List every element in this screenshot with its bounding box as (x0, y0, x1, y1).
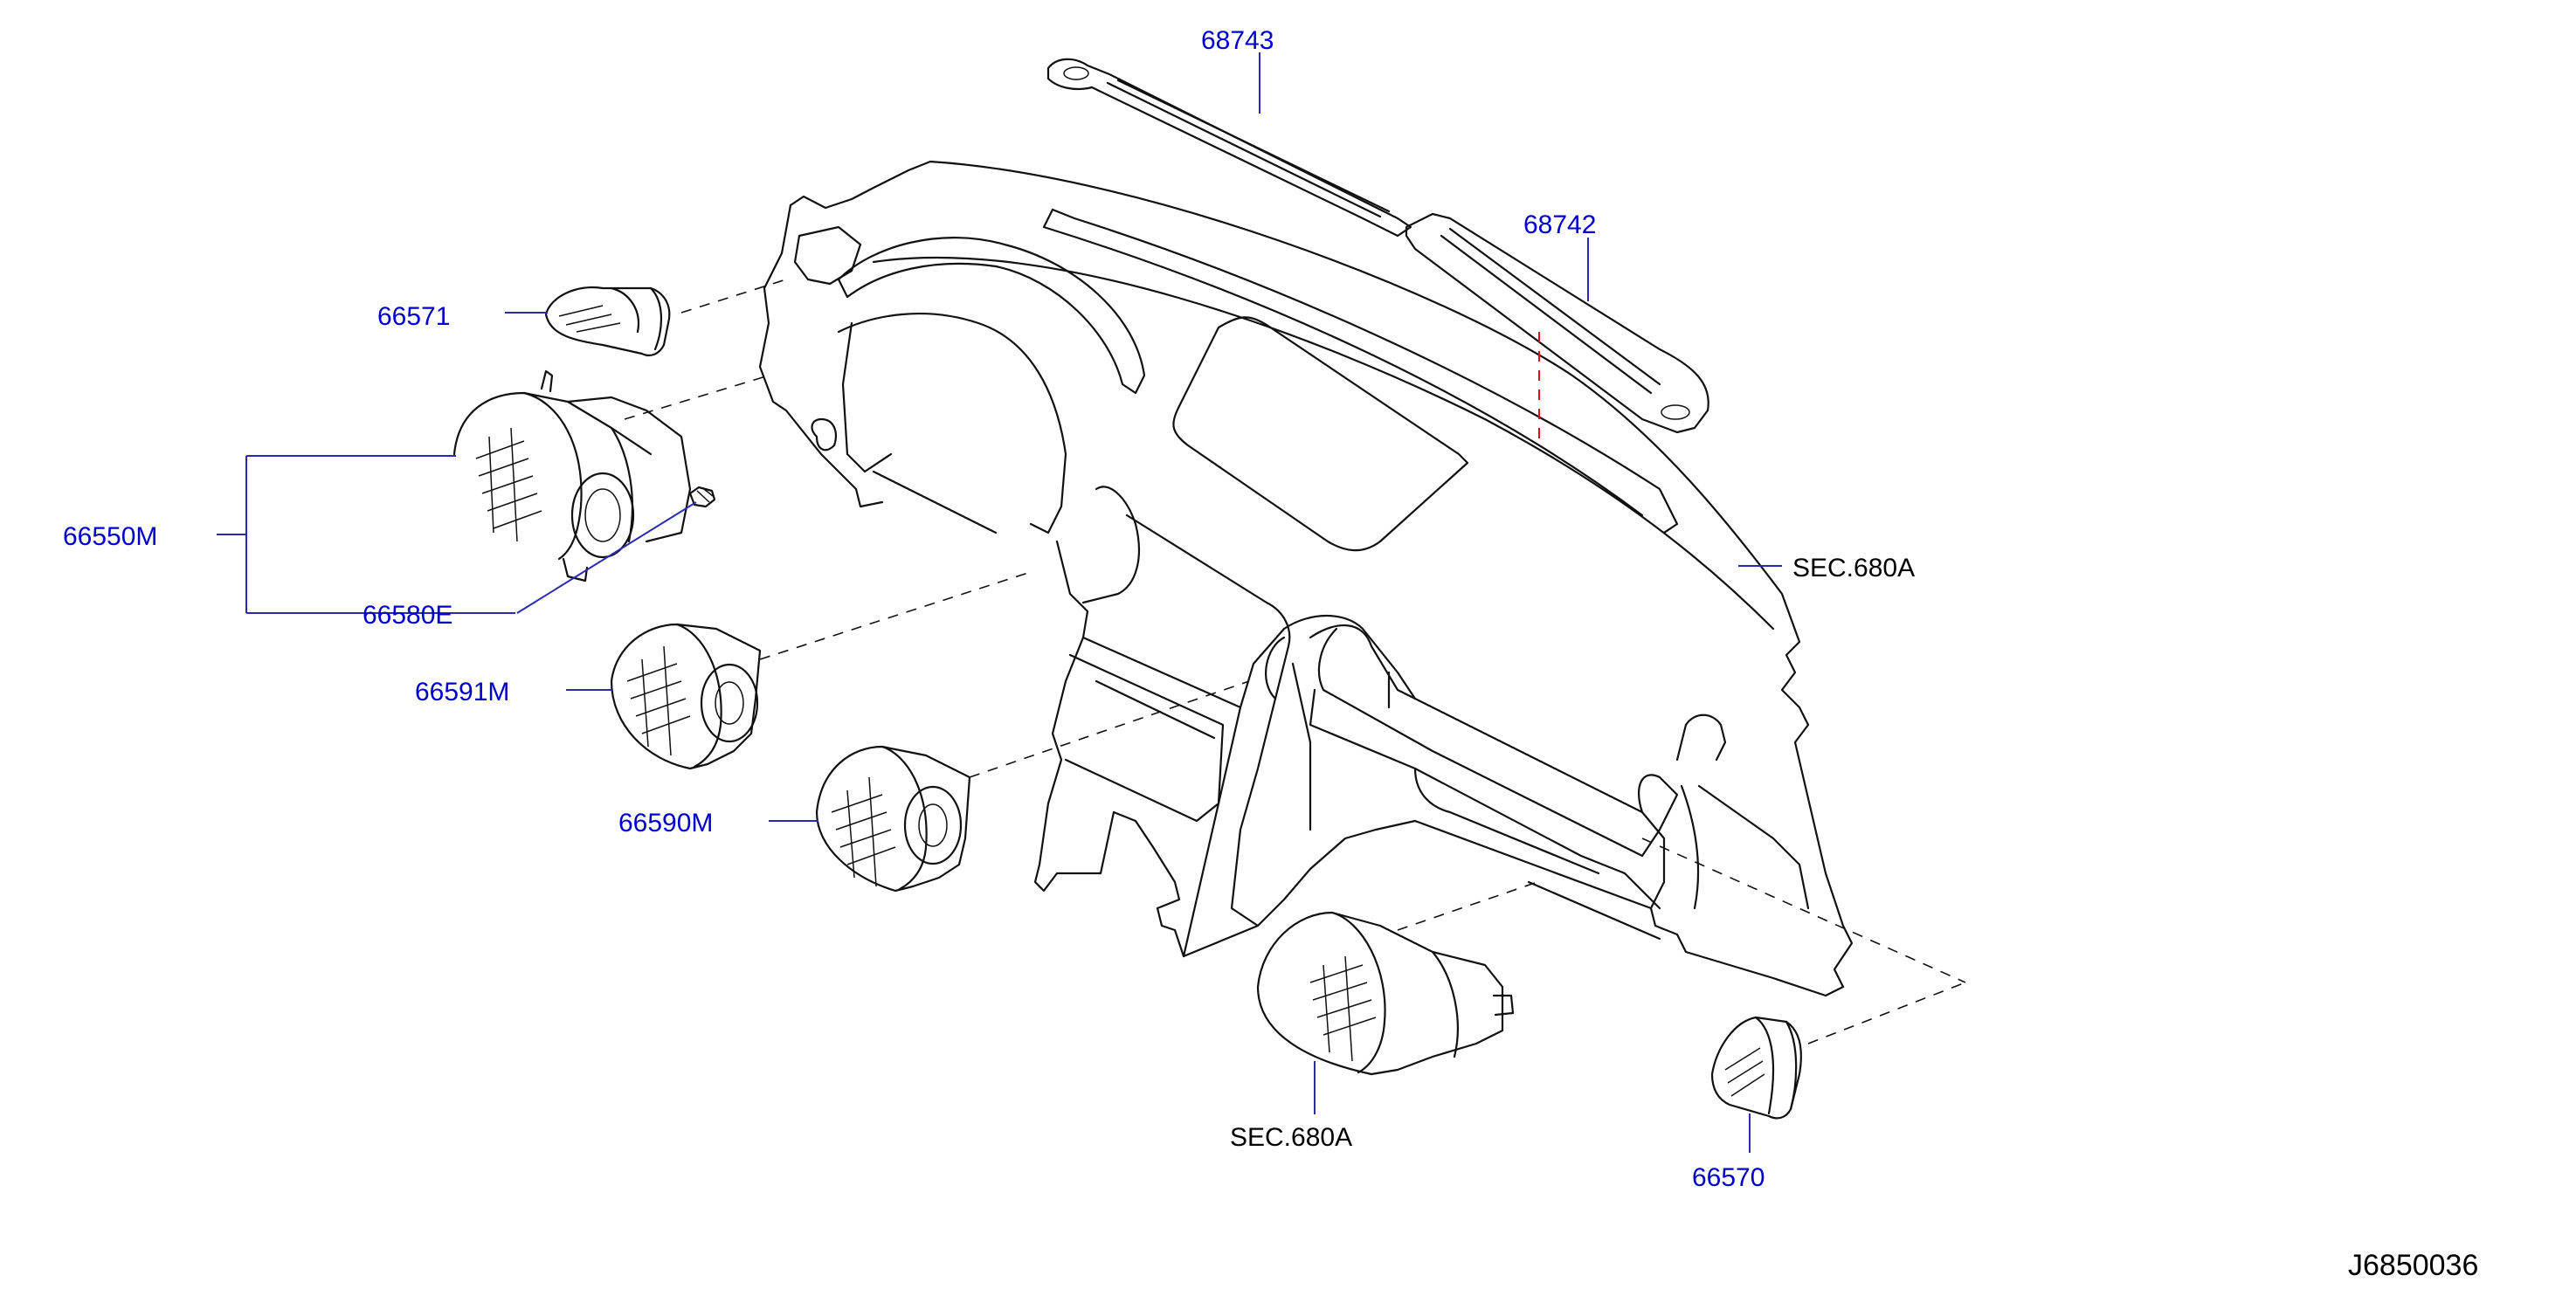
label-66571[interactable]: 66571 (377, 302, 450, 331)
part-labels: 68743 68742 66571 66550M 66580E 66591M 6… (63, 26, 2478, 1282)
side-ventilator-66570[interactable] (1710, 1016, 1802, 1120)
side-ventilator-66550M[interactable] (452, 369, 692, 583)
label-66570[interactable]: 66570 (1692, 1163, 1765, 1192)
label-68742[interactable]: 68742 (1523, 210, 1596, 239)
instrument-panel-assembly (758, 160, 1854, 997)
label-sec-680A-bottom[interactable]: SEC.680A (1230, 1123, 1352, 1152)
label-66550M[interactable]: 66550M (63, 522, 157, 551)
leader-lines (217, 52, 1782, 1153)
side-ventilator-66571[interactable] (544, 286, 671, 357)
diagram-id: J6850036 (2348, 1249, 2478, 1282)
defroster-grille-68743[interactable] (1046, 58, 1412, 238)
alignment-dashed-lines (624, 279, 1966, 1044)
label-66590M[interactable]: 66590M (618, 809, 713, 838)
ventilator-clip-66580E[interactable] (688, 486, 716, 508)
label-66591M[interactable]: 66591M (415, 678, 509, 707)
label-68743[interactable]: 68743 (1201, 26, 1274, 55)
label-66580E[interactable]: 66580E (363, 601, 452, 630)
center-ventilator-66591M[interactable] (610, 623, 762, 770)
ventilator-sec-680A-bottom[interactable] (1256, 911, 1515, 1076)
defroster-grille-68742[interactable] (1405, 212, 1709, 434)
label-sec-680A-right[interactable]: SEC.680A (1792, 554, 1915, 583)
center-ventilator-66590M[interactable] (815, 745, 971, 893)
